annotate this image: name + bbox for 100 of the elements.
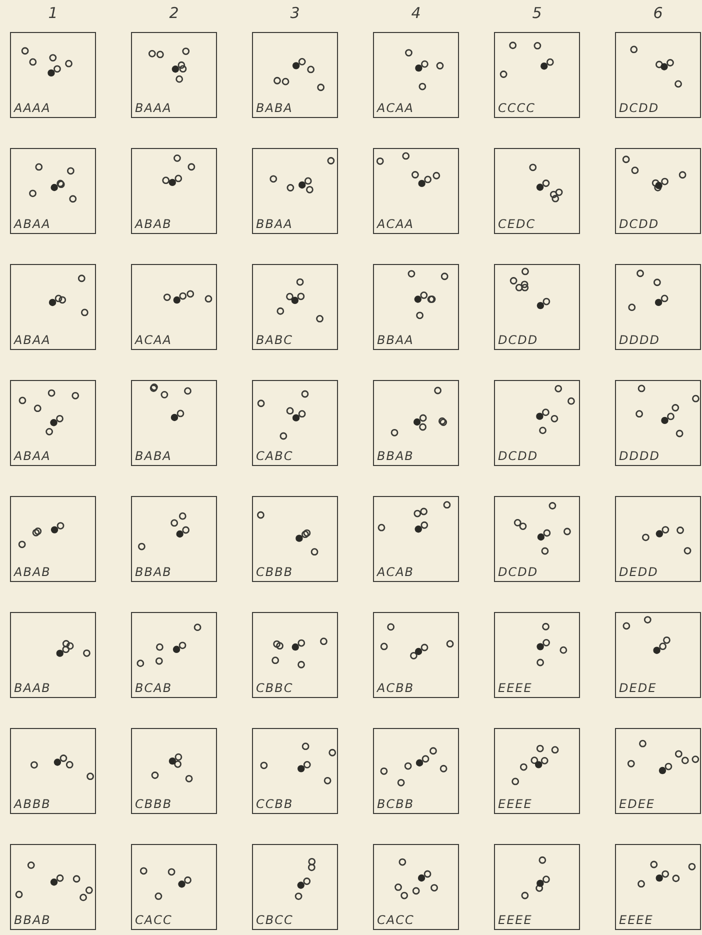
code-label: BBAA: [256, 218, 293, 230]
sample-square: [373, 148, 459, 234]
code-label: ACAB: [377, 566, 414, 578]
sample-square: [131, 148, 217, 234]
sample-square: [373, 844, 459, 930]
sample-square: [494, 496, 580, 582]
sample-square: [131, 844, 217, 930]
sample-square: [494, 148, 580, 234]
code-label: CBCC: [256, 914, 294, 926]
code-label: EEEE: [498, 914, 532, 926]
code-label: BCAB: [135, 682, 172, 694]
code-label: DDDD: [619, 450, 660, 462]
sample-square: [131, 612, 217, 698]
column-number: 3: [289, 6, 301, 21]
sample-square: [615, 264, 701, 350]
sample-square: [494, 844, 580, 930]
code-label: CABC: [256, 450, 294, 462]
column-number: 6: [652, 6, 664, 21]
sample-square: [494, 380, 580, 466]
column-number: 4: [410, 6, 422, 21]
code-label: DEDE: [619, 682, 657, 694]
sample-square: [10, 380, 96, 466]
sample-square: [494, 264, 580, 350]
code-label: ACBB: [377, 682, 414, 694]
sample-square: [10, 32, 96, 118]
code-label: BABA: [256, 102, 293, 114]
sample-square: [10, 612, 96, 698]
code-label: CBBB: [135, 798, 172, 810]
code-label: BBAB: [377, 450, 414, 462]
sample-square: [252, 612, 338, 698]
sample-square: [615, 728, 701, 814]
sample-square: [615, 612, 701, 698]
sample-square: [373, 612, 459, 698]
code-label: EEEE: [498, 682, 532, 694]
code-label: EEEE: [498, 798, 532, 810]
sample-square: [131, 380, 217, 466]
sample-square: [373, 264, 459, 350]
sample-square: [615, 32, 701, 118]
sample-square: [615, 148, 701, 234]
code-label: ABBB: [14, 798, 51, 810]
sample-square: [373, 728, 459, 814]
code-label: BBAB: [135, 566, 172, 578]
sample-square: [252, 264, 338, 350]
sample-square: [10, 264, 96, 350]
code-label: ABAB: [14, 566, 51, 578]
code-label: BAAA: [135, 102, 172, 114]
sample-square: [252, 844, 338, 930]
column-number: 1: [47, 6, 59, 21]
code-label: BABA: [135, 450, 172, 462]
code-label: DCDD: [619, 102, 660, 114]
sample-square: [10, 728, 96, 814]
code-label: AAAA: [14, 102, 51, 114]
code-label: ACAA: [377, 218, 414, 230]
sample-square: [373, 496, 459, 582]
code-label: ABAA: [14, 334, 51, 346]
code-label: CBBC: [256, 682, 294, 694]
code-label: DCDD: [498, 566, 538, 578]
code-label: CCCC: [498, 102, 536, 114]
code-label: CACC: [377, 914, 414, 926]
code-label: BAAB: [14, 682, 51, 694]
code-label: DEDD: [619, 566, 658, 578]
code-label: CACC: [135, 914, 172, 926]
sample-square: [252, 380, 338, 466]
code-label: EDEE: [619, 798, 655, 810]
code-label: ABAB: [135, 218, 172, 230]
code-label: ABAA: [14, 218, 51, 230]
code-label: ACAA: [377, 102, 414, 114]
code-label: DDDD: [619, 334, 660, 346]
sample-square: [494, 612, 580, 698]
sample-square: [252, 32, 338, 118]
column-number: 5: [531, 6, 543, 21]
code-label: ACAA: [135, 334, 172, 346]
sample-square: [10, 148, 96, 234]
sample-square: [131, 264, 217, 350]
code-label: CBBB: [256, 566, 294, 578]
sample-square: [10, 496, 96, 582]
sample-square: [373, 32, 459, 118]
code-label: DCDD: [619, 218, 660, 230]
code-label: CCBB: [256, 798, 294, 810]
sample-square: [615, 844, 701, 930]
sample-square: [615, 380, 701, 466]
code-label: BBAB: [14, 914, 51, 926]
sample-square: [131, 496, 217, 582]
column-number: 2: [168, 6, 180, 21]
sample-square: [131, 728, 217, 814]
sample-square: [494, 32, 580, 118]
code-label: DCDD: [498, 450, 538, 462]
sample-square: [252, 148, 338, 234]
code-label: BCBB: [377, 798, 414, 810]
sample-square: [252, 728, 338, 814]
code-label: BBAA: [377, 334, 414, 346]
code-label: DCDD: [498, 334, 538, 346]
code-label: BABC: [256, 334, 294, 346]
sample-square: [131, 32, 217, 118]
code-label: ABAA: [14, 450, 51, 462]
sample-square: [615, 496, 701, 582]
sample-square: [373, 380, 459, 466]
sample-square: [252, 496, 338, 582]
sample-square: [494, 728, 580, 814]
code-label: CEDC: [498, 218, 536, 230]
